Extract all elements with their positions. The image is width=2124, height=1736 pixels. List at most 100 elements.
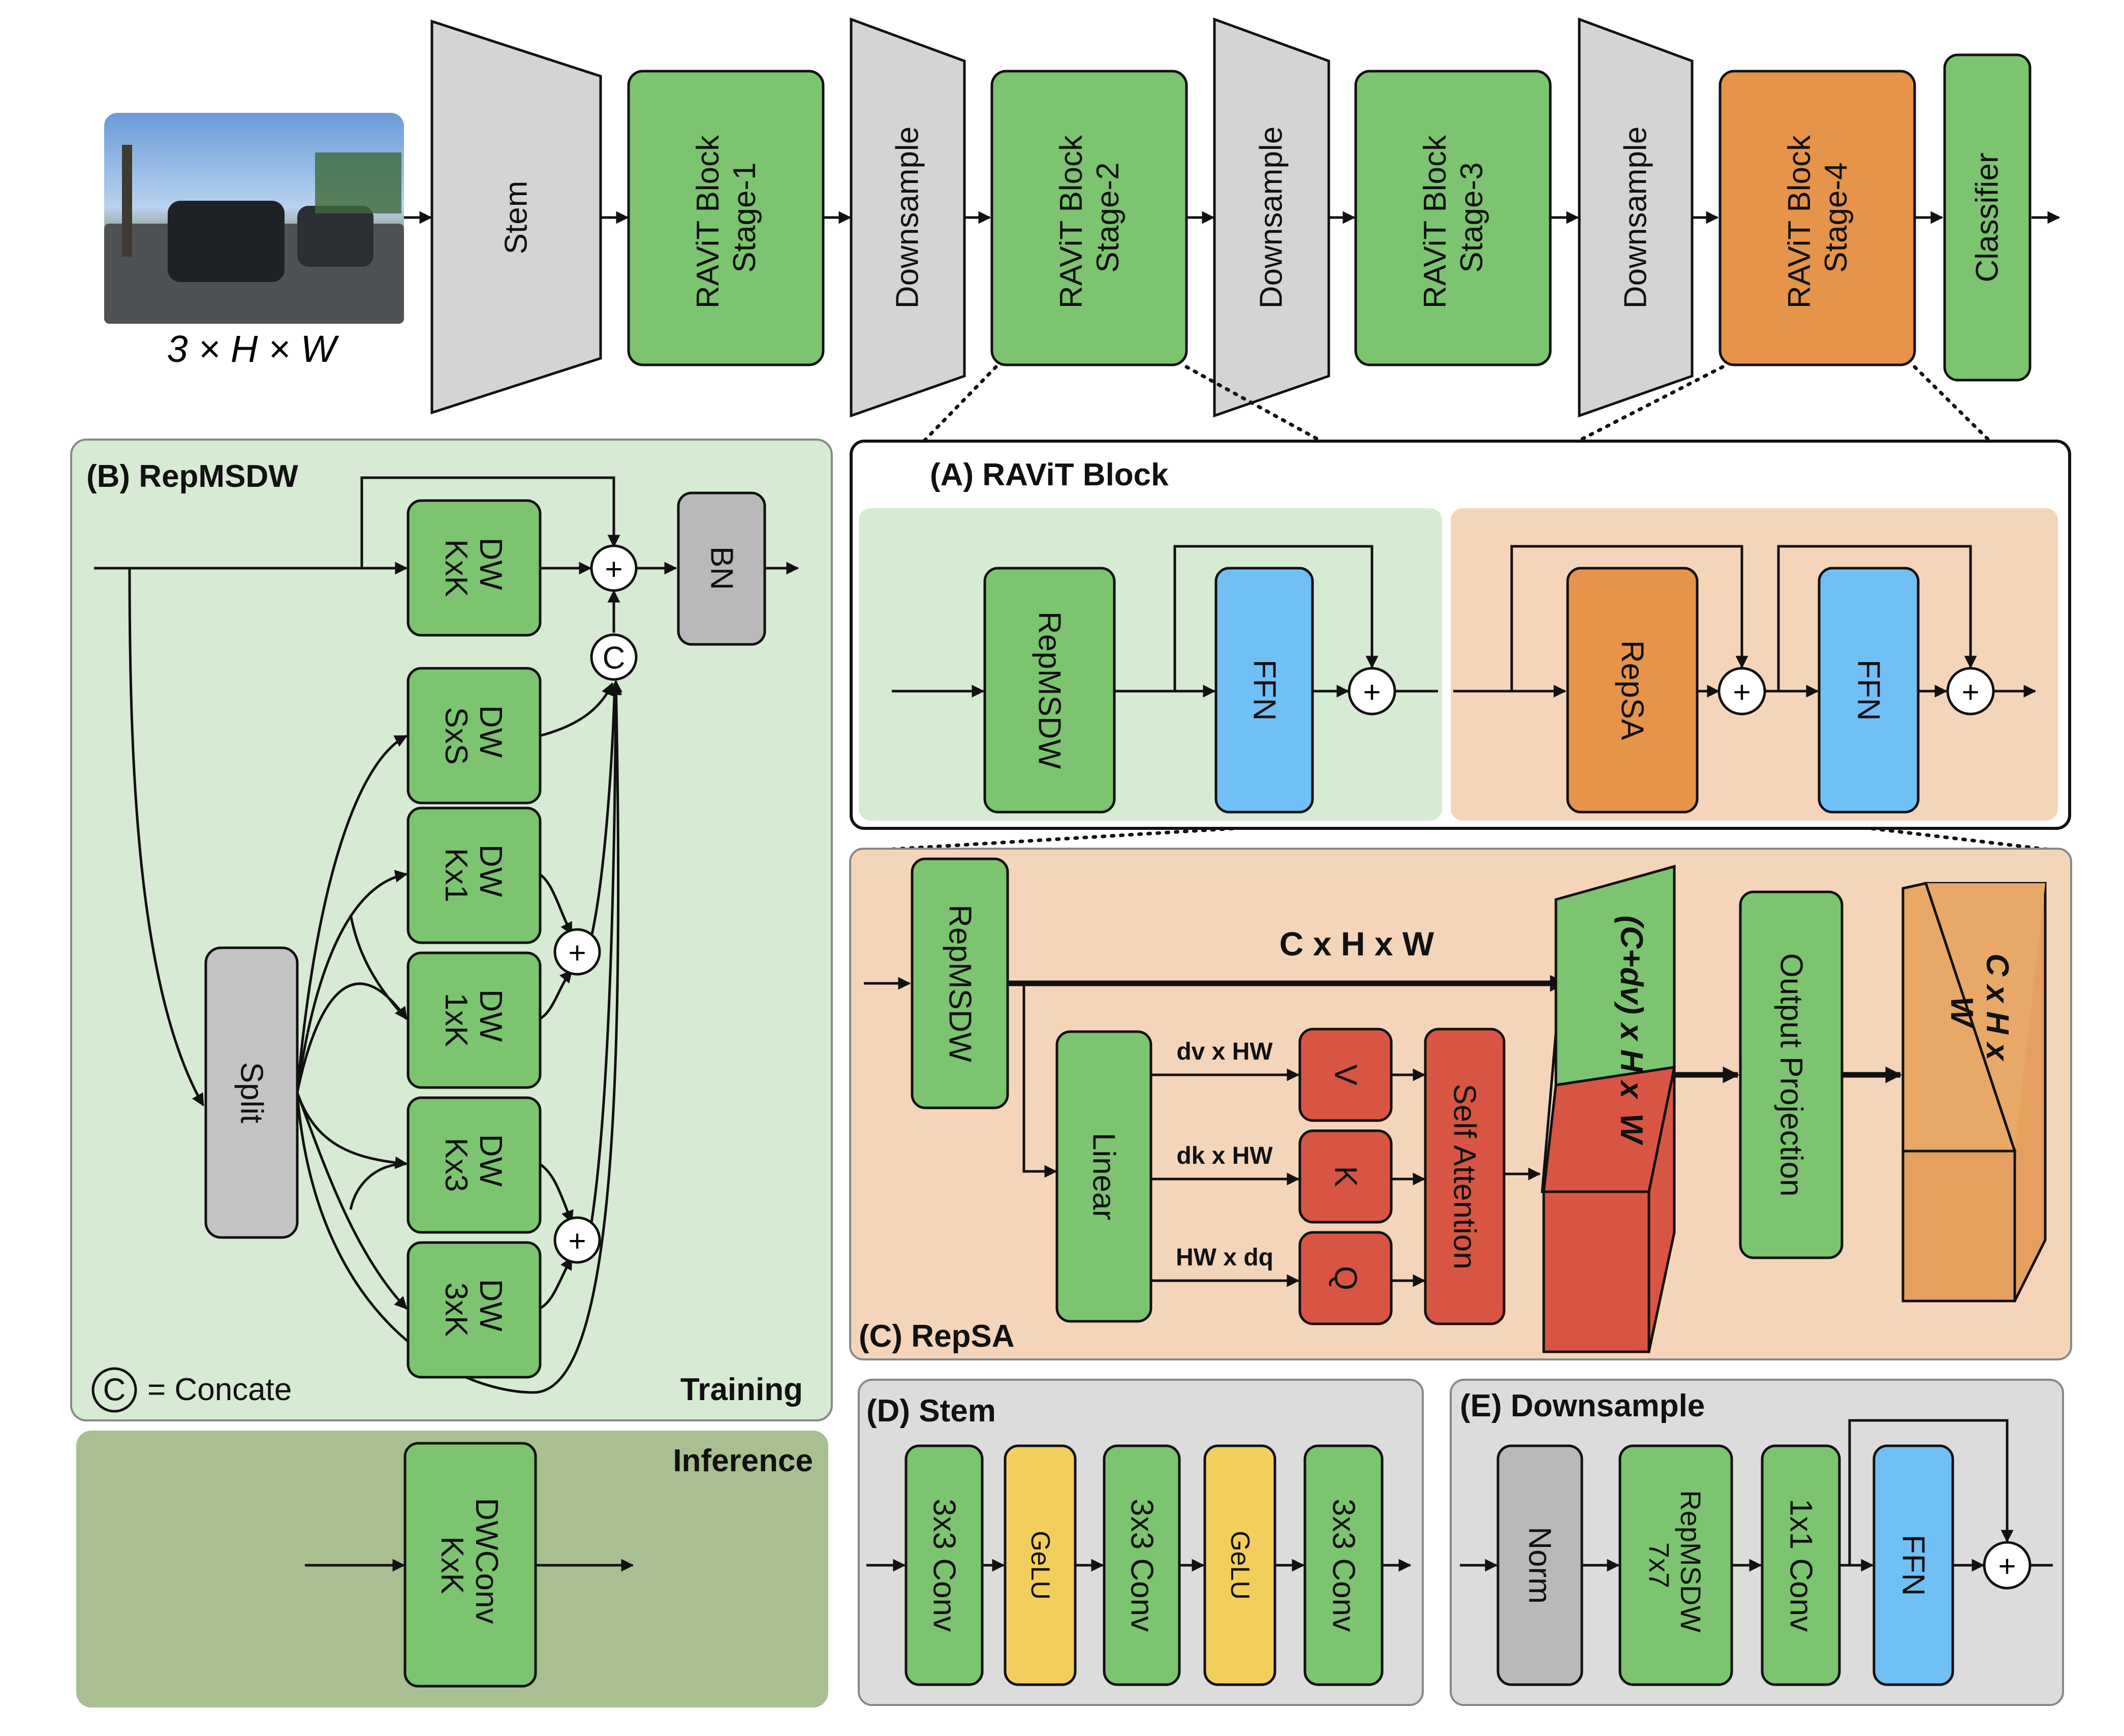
a-repmsdw-block: RepMSDW [983,567,1116,814]
inference-label: Inference [673,1443,813,1478]
add-icon-a2 [1717,667,1766,716]
stage-3-line-2: Stage-3 [1454,162,1489,272]
dv-label: dv x HW [1176,1038,1273,1065]
self-attention-block: Self Attention [1424,1028,1506,1325]
svg-text:+: + [568,936,586,970]
svg-text:+: + [1961,675,1979,709]
svg-text:RepMSDW: RepMSDW [943,905,978,1063]
concat-tensor: (C+dv) x H x W [1541,864,1676,1353]
svg-text:DW 3xK: DW 3xK [439,1279,508,1341]
downsample-block-3: Downsample [1578,17,1694,418]
hw-label: HW x dq [1176,1244,1273,1271]
panel-e-title: (E) Downsample [1460,1388,1705,1423]
stage-1-block: RAViT Block Stage-1 [627,70,825,366]
panel-e-downsample: (E) Downsample Norm RepMSDW 7x7 1x1 Conv… [1450,1379,2064,1706]
dw-kx3-block: DW Kx3 [407,1096,542,1234]
svg-text:RepSA: RepSA [1615,640,1650,740]
downsample-block-1: Downsample [850,17,966,418]
classifier-label: Classifier [1970,153,2005,283]
add-icon-e [1983,1541,2032,1590]
svg-text:V: V [1328,1064,1363,1086]
svg-text:DW SxS: DW SxS [439,705,508,767]
add-icon-b3 [553,1216,601,1264]
v-block: V [1298,1028,1393,1122]
split-block: Split [204,946,299,1239]
svg-text:+: + [605,552,622,586]
output-tensor: C x H x W [1901,882,2047,1303]
svg-text:3x3 Conv: 3x3 Conv [1125,1499,1160,1632]
output-projection-block: Output Projection [1739,890,1844,1259]
svg-text:RAViT Block Stage-1: RAViT Block Stage-1 [691,127,762,308]
dw-kx1-block: DW Kx1 [407,807,542,944]
svg-text:1x1 Conv: 1x1 Conv [1784,1499,1819,1632]
downsample-label-3: Downsample [1618,127,1653,308]
svg-text:FFN: FFN [1896,1535,1931,1596]
svg-text:DWConv KxK: DWConv KxK [434,1498,504,1632]
concat-tensor-label-2: W [1614,1113,1649,1145]
panel-a-ravit-block: (A) RAViT Block RepMSDW FFN + RepSA + [850,440,2071,830]
add-icon-b1 [590,544,638,592]
concat-legend-label: = Concate [147,1372,292,1407]
downsample-block-2: Downsample [1213,17,1330,418]
downsample-label-1: Downsample [890,127,925,308]
k-block: K [1298,1129,1393,1224]
svg-text:3x3 Conv: 3x3 Conv [1326,1499,1361,1632]
svg-text:+: + [568,1224,586,1258]
add-icon-a1 [1348,667,1396,716]
svg-text:3x3 Conv: 3x3 Conv [927,1499,962,1632]
downsample-label-2: Downsample [1254,127,1289,308]
e-ffn-block: FFN [1872,1444,1954,1686]
out-tensor-label-1: C x H x [1980,953,2015,1062]
d-gelu-block-2: GeLU [1203,1444,1276,1686]
svg-text:+: + [1733,675,1751,709]
stage-4-block: RAViT Block Stage-4 [1719,70,1916,366]
c-repmsdw-block: RepMSDW [911,857,1009,1109]
svg-text:C x H x W: C x H x W [1944,953,2015,1069]
svg-text:(C+dv) x H x W: (C+dv) x H x W [1614,915,1649,1145]
e-repmsdw-block: RepMSDW 7x7 [1618,1444,1733,1686]
stage-2-line-1: RAViT Block [1054,135,1089,308]
d-gelu-block-1: GeLU [1004,1444,1077,1686]
d-conv-block-3: 3x3 Conv [1303,1444,1384,1686]
dw-1xk-block: DW 1xK [407,951,542,1089]
classifier-block: Classifier [1943,53,2032,382]
svg-text:DW Kx1: DW Kx1 [439,845,508,906]
panel-b-repmsdw: (B) RepMSDW Training Inference C = Conca… [70,439,833,1708]
svg-text:Self Attention: Self Attention [1447,1083,1482,1269]
svg-text:DW 1xK: DW 1xK [439,989,508,1051]
dw-sxs-block: DW SxS [407,667,542,804]
svg-text:FFN: FFN [1247,660,1282,721]
svg-text:GeLU: GeLU [1025,1531,1055,1600]
svg-text:RAViT Block Stage-4: RAViT Block Stage-4 [1782,127,1854,308]
stem-label: Stem [499,181,534,255]
svg-text:Q: Q [1328,1266,1363,1290]
stem-block: Stem [430,19,602,415]
e-norm-block: Norm [1496,1444,1583,1686]
a-ffn-block-1: FFN [1214,567,1314,814]
svg-text:Split: Split [234,1062,269,1124]
input-image [104,113,404,324]
input-caption: 3 × H × W [167,328,339,370]
svg-text:+: + [1363,675,1381,709]
dw-kxk-block: DW KxK [407,499,542,637]
svg-text:RAViT Block Stage-3: RAViT Block Stage-3 [1418,127,1489,308]
stage-3-block: RAViT Block Stage-3 [1354,70,1552,366]
q-block: Q [1298,1231,1393,1325]
svg-text:RepMSDW: RepMSDW [1032,611,1067,769]
panel-d-stem: (D) Stem 3x3 Conv GeLU 3x3 Conv GeLU 3x3… [858,1379,1424,1706]
svg-text:+: + [1998,1549,2016,1584]
bn-label: BN [704,546,739,590]
dk-label: dk x HW [1176,1142,1273,1169]
concat-legend-icon [91,1367,137,1413]
panel-c-title: (C) RepSA [859,1319,1015,1354]
svg-text:Norm: Norm [1522,1527,1557,1604]
concat-tensor-label-1: (C+dv) x H x [1614,915,1649,1100]
stage-1-line-2: Stage-1 [727,162,762,272]
svg-text:C: C [103,1373,126,1408]
a-ffn-block-2: FFN [1818,567,1920,814]
svg-text:Linear: Linear [1086,1133,1121,1220]
svg-text:GeLU: GeLU [1225,1531,1255,1600]
dwconv-block: DWConv KxK [403,1442,537,1688]
svg-text:RepMSDW 7x7: RepMSDW 7x7 [1643,1490,1707,1640]
